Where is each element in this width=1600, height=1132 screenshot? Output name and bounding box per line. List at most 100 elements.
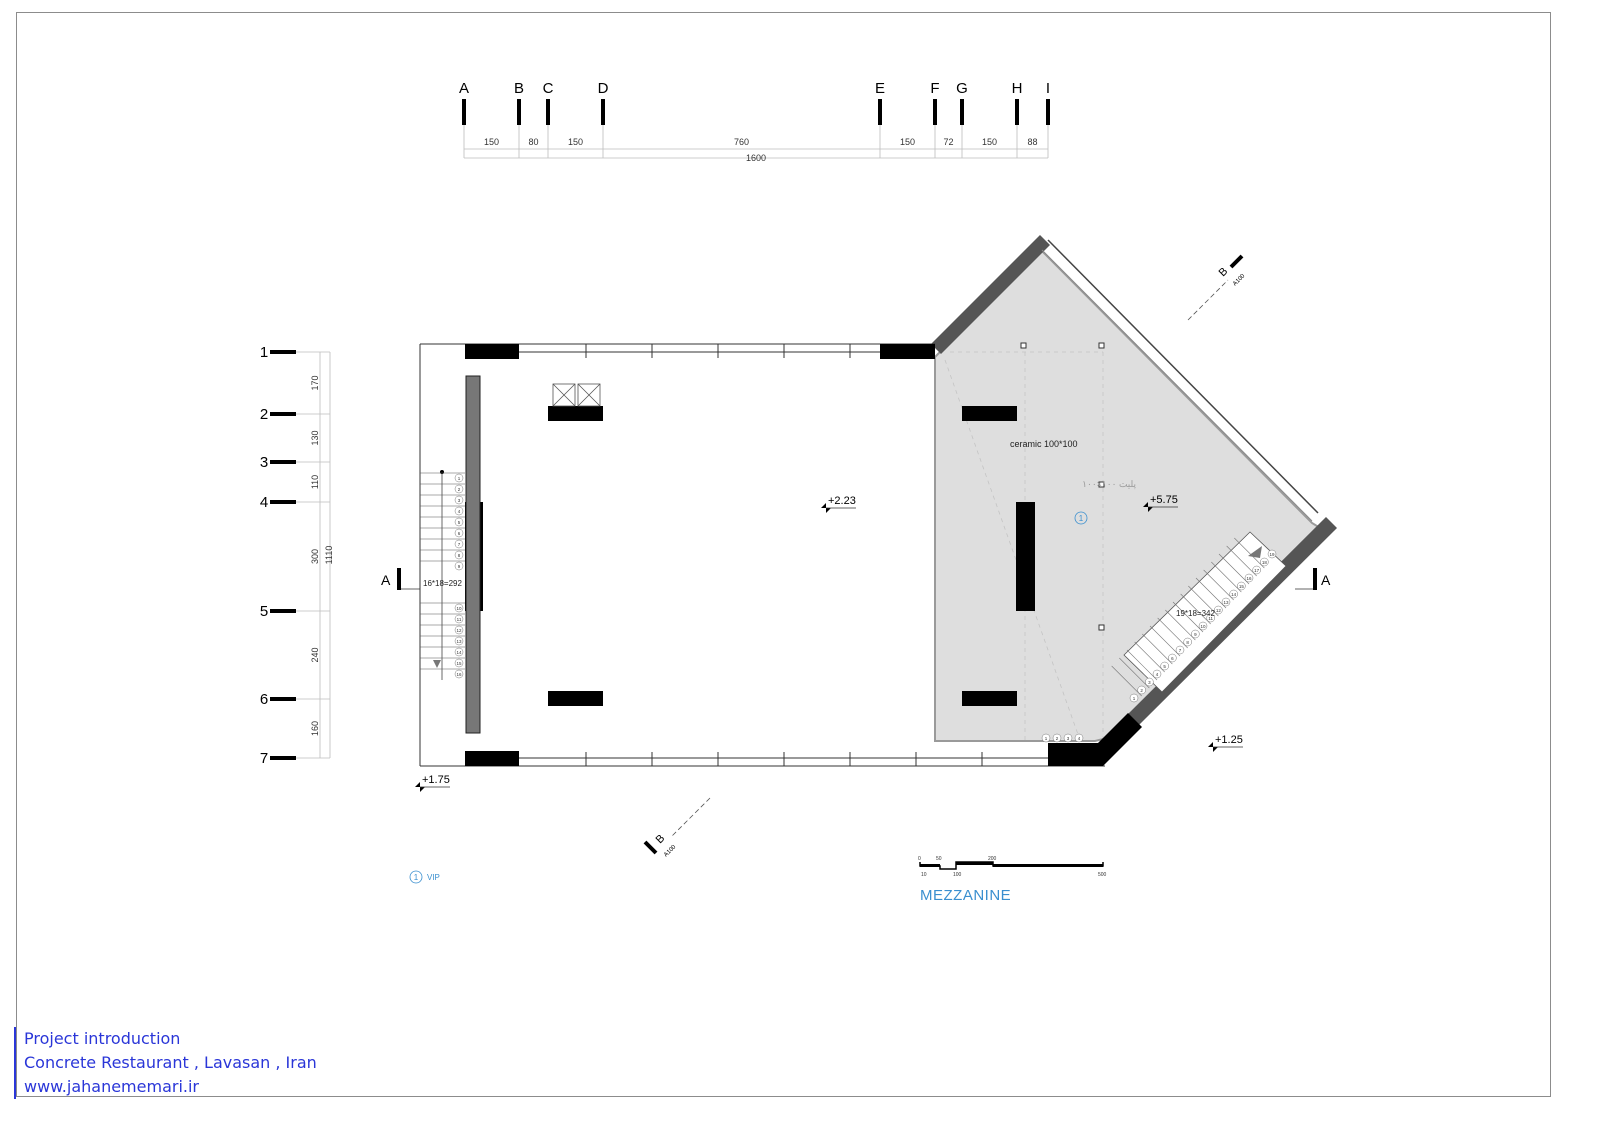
column-axis-tick	[601, 99, 605, 125]
landing-step-number: 3	[1067, 736, 1070, 741]
landing-step-number: 2	[1056, 736, 1059, 741]
void-edge-beam	[465, 375, 481, 734]
stair-step-number: 3	[458, 498, 461, 503]
landing-step-number: 4	[1078, 736, 1081, 741]
stair-step-number: 2	[1140, 688, 1143, 693]
section-label-a-right: A	[1321, 572, 1331, 588]
material-note: ceramic 100*100	[1010, 439, 1078, 449]
column-axis-label: F	[930, 80, 939, 97]
stair-step-number: 12	[1216, 608, 1222, 613]
drawing-title: MEZZANINE	[920, 887, 1011, 904]
row-axis-tick	[270, 756, 296, 760]
stair-note-right: 19*18=342	[1176, 609, 1215, 618]
scale-500: 500	[1098, 872, 1107, 878]
column-axis-tick	[517, 99, 521, 125]
row-spacing-label: 240	[310, 647, 320, 662]
column-axis-label: D	[598, 80, 609, 97]
stair-step-number: 14	[1231, 592, 1237, 597]
scale-0: 0	[918, 856, 921, 862]
row-axis-tick	[270, 697, 296, 701]
scale-200: 200	[988, 856, 997, 862]
column-spacing-label: 88	[1027, 137, 1037, 147]
stair-step-number: 9	[458, 564, 461, 569]
legend-circle	[409, 870, 423, 884]
column-axis-label: C	[543, 80, 554, 97]
row-spacing-label: 130	[310, 430, 320, 445]
column-spacing-label: 760	[734, 137, 749, 147]
column-axis-tick	[462, 99, 466, 125]
stair-note-left: 16*18=292	[423, 579, 462, 588]
row-total-label: 1110	[324, 546, 334, 565]
mullion-ticks	[585, 344, 983, 766]
scale-50: 50	[936, 856, 942, 862]
column-axis-label: G	[956, 80, 968, 97]
drawing-frame	[16, 12, 1551, 1097]
row-axis-tick	[270, 500, 296, 504]
stair-step-number: 2	[458, 487, 461, 492]
level-marker: +1.75	[415, 774, 450, 792]
section-label-b-bottom: B	[654, 832, 668, 846]
stair-step-number: 1	[458, 476, 461, 481]
row-spacing-label: 170	[310, 375, 320, 390]
level-marker: +2.23	[821, 495, 856, 513]
stair-step-number: 15	[1239, 584, 1245, 589]
column-axis-label: H	[1012, 80, 1023, 97]
room-tag-circle	[1074, 511, 1088, 525]
stair-step-number: 15	[456, 661, 462, 666]
legend-number: 1	[414, 873, 419, 882]
section-label-a-left: A	[381, 572, 391, 588]
scale-100: 100	[953, 872, 962, 878]
stair-step-number: 16	[1246, 576, 1252, 581]
section-ref-b-bottom: A100	[663, 844, 678, 859]
stair-step-number: 8	[458, 553, 461, 558]
column-spacing-label: 72	[943, 137, 953, 147]
glass-edge-northeast	[1047, 239, 1319, 514]
stair-step-number: 11	[1208, 616, 1213, 621]
column-axis-label: B	[514, 80, 524, 97]
column-axis-tick	[933, 99, 937, 125]
level-value: +2.23	[828, 495, 856, 507]
legend-label: VIP	[427, 873, 440, 882]
stair-step-number: 4	[1156, 672, 1159, 677]
stair-step-number: 8	[1186, 640, 1189, 645]
stair-step-number: 14	[456, 650, 462, 655]
stair-step-number: 5	[458, 520, 461, 525]
row-axis-label: 1	[260, 344, 268, 361]
column-spacing-label: 150	[900, 137, 915, 147]
credit-project-name: Concrete Restaurant , Lavasan , Iran	[24, 1053, 317, 1072]
stair-step-number: 5	[1163, 664, 1166, 669]
column-axis-tick	[878, 99, 882, 125]
column-axis-tick	[546, 99, 550, 125]
column-axis-tick	[1015, 99, 1019, 125]
stair-step-number: 6	[458, 531, 461, 536]
column-axis-label: E	[875, 80, 885, 97]
row-axis-label: 5	[260, 603, 268, 620]
stair-step-number: 17	[1254, 568, 1260, 573]
row-axis-label: 7	[260, 750, 268, 767]
credit-website-link[interactable]: www.jahanememari.ir	[24, 1077, 200, 1096]
level-markers: +2.23+5.75+1.75+1.25	[415, 494, 1243, 792]
persian-note: پلیت ۱۰۰×۱۰۰	[1082, 479, 1136, 490]
level-value: +5.75	[1150, 494, 1178, 506]
section-ref-b-top: A100	[1232, 273, 1247, 288]
scale-10: 10	[921, 872, 927, 878]
stair-step-number: 9	[1194, 632, 1197, 637]
level-marker: +5.75	[1143, 494, 1178, 512]
column-axis-tick	[1046, 99, 1050, 125]
row-axis-tick	[270, 350, 296, 354]
section-mark-a-left: A	[381, 568, 420, 590]
column-markers	[1020, 342, 1105, 631]
level-value: +1.75	[422, 774, 450, 786]
stair-step-number: 1	[1133, 696, 1136, 701]
section-mark-a-right: A	[1295, 568, 1331, 590]
stair-step-number: 12	[456, 628, 462, 633]
stair-step-number: 7	[1179, 648, 1182, 653]
row-axis-label: 3	[260, 454, 268, 471]
row-spacing-label: 160	[310, 721, 320, 736]
